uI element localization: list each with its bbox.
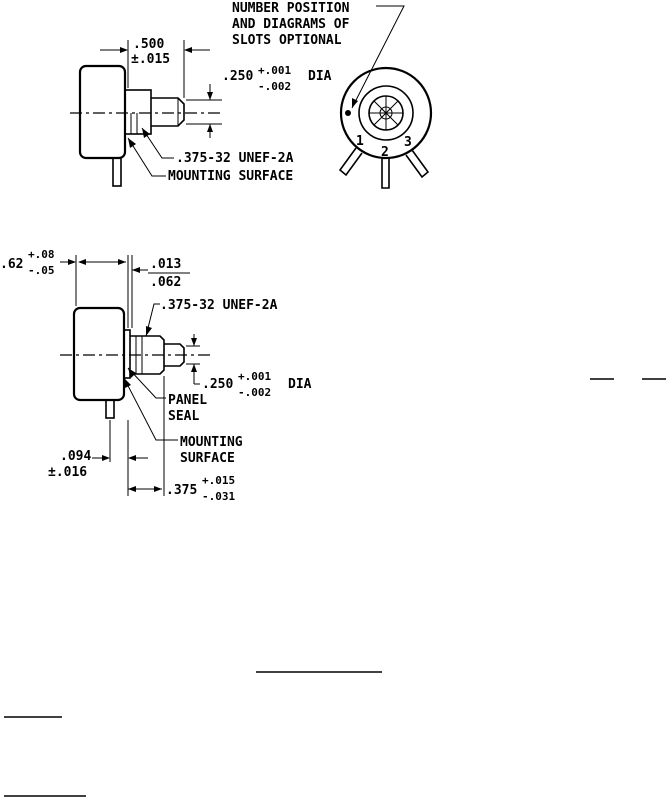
terminal-1 xyxy=(338,147,363,177)
bushing-length-b: .375 xyxy=(166,483,197,498)
seal-top-b: .013 xyxy=(150,257,181,272)
terminal-dim-b: .094 xyxy=(60,449,91,464)
panel-seal-label-1: PANEL xyxy=(168,393,207,408)
shaft-slots xyxy=(369,96,403,130)
body-b xyxy=(72,306,126,402)
terminal-2 xyxy=(381,158,390,189)
shaft-dia-b: .250 xyxy=(202,377,233,392)
body-tol-plus-b: +.08 xyxy=(28,248,55,261)
note-line-1: NUMBER POSITION xyxy=(232,1,350,16)
figure-a-front-view: 1 2 3 NUMBER POSITION AND DIAGRAMS OF SL… xyxy=(232,1,433,189)
housing-front xyxy=(339,66,433,160)
mounting-surface-a: MOUNTING SURFACE xyxy=(168,169,293,184)
terminal-b xyxy=(105,399,115,419)
terminal-a xyxy=(112,157,122,187)
bushing-a xyxy=(124,89,152,135)
shaft-dia-a: .250 xyxy=(222,69,253,84)
figure-a-side-view: .500 ±.015 .250 +.001 -.002 DIA .375-32 … xyxy=(70,37,332,187)
bushing-tol-plus-b: +.015 xyxy=(202,474,235,487)
body-tol-minus-b: -.05 xyxy=(28,264,55,277)
shaft-tol-minus-a: -.002 xyxy=(258,80,291,93)
body-length-b: .62 xyxy=(0,257,23,272)
thread-b: .375-32 UNEF-2A xyxy=(160,298,278,313)
panel-seal-label-2: SEAL xyxy=(168,409,199,424)
index-dot xyxy=(345,110,351,116)
shaft-tol-plus-a: +.001 xyxy=(258,64,291,77)
terminal-label-3: 3 xyxy=(404,135,412,150)
bushing-front xyxy=(358,85,414,141)
terminal-tol-b: ±.016 xyxy=(48,465,87,480)
dia-label-a: DIA xyxy=(308,69,332,84)
thread-a: .375-32 UNEF-2A xyxy=(176,151,294,166)
dim-length-a: .500 xyxy=(133,37,164,52)
shaft-tol-minus-b: -.002 xyxy=(238,386,271,399)
terminal-label-2: 2 xyxy=(381,145,389,160)
shaft-tol-plus-b: +.001 xyxy=(238,370,271,383)
bushing-tol-minus-b: -.031 xyxy=(202,490,235,503)
mounting-label-1: MOUNTING xyxy=(180,435,243,450)
seal-bottom-b: .062 xyxy=(150,275,181,290)
note-line-2: AND DIAGRAMS OF xyxy=(232,17,350,32)
terminal-label-1: 1 xyxy=(356,134,364,149)
blank-rules xyxy=(4,378,666,797)
mounting-label-2: SURFACE xyxy=(180,451,235,466)
dia-label-b: DIA xyxy=(288,377,312,392)
dim-length-tol-a: ±.015 xyxy=(131,52,170,67)
figure-b-side-view: .62 +.08 -.05 .013 .062 .375-32 UNEF-2A … xyxy=(0,248,312,503)
shaft-a xyxy=(151,97,185,127)
panel-seal-b xyxy=(123,329,131,379)
terminal-3 xyxy=(405,149,430,179)
body-a xyxy=(78,64,127,160)
note-line-3: SLOTS OPTIONAL xyxy=(232,33,342,48)
